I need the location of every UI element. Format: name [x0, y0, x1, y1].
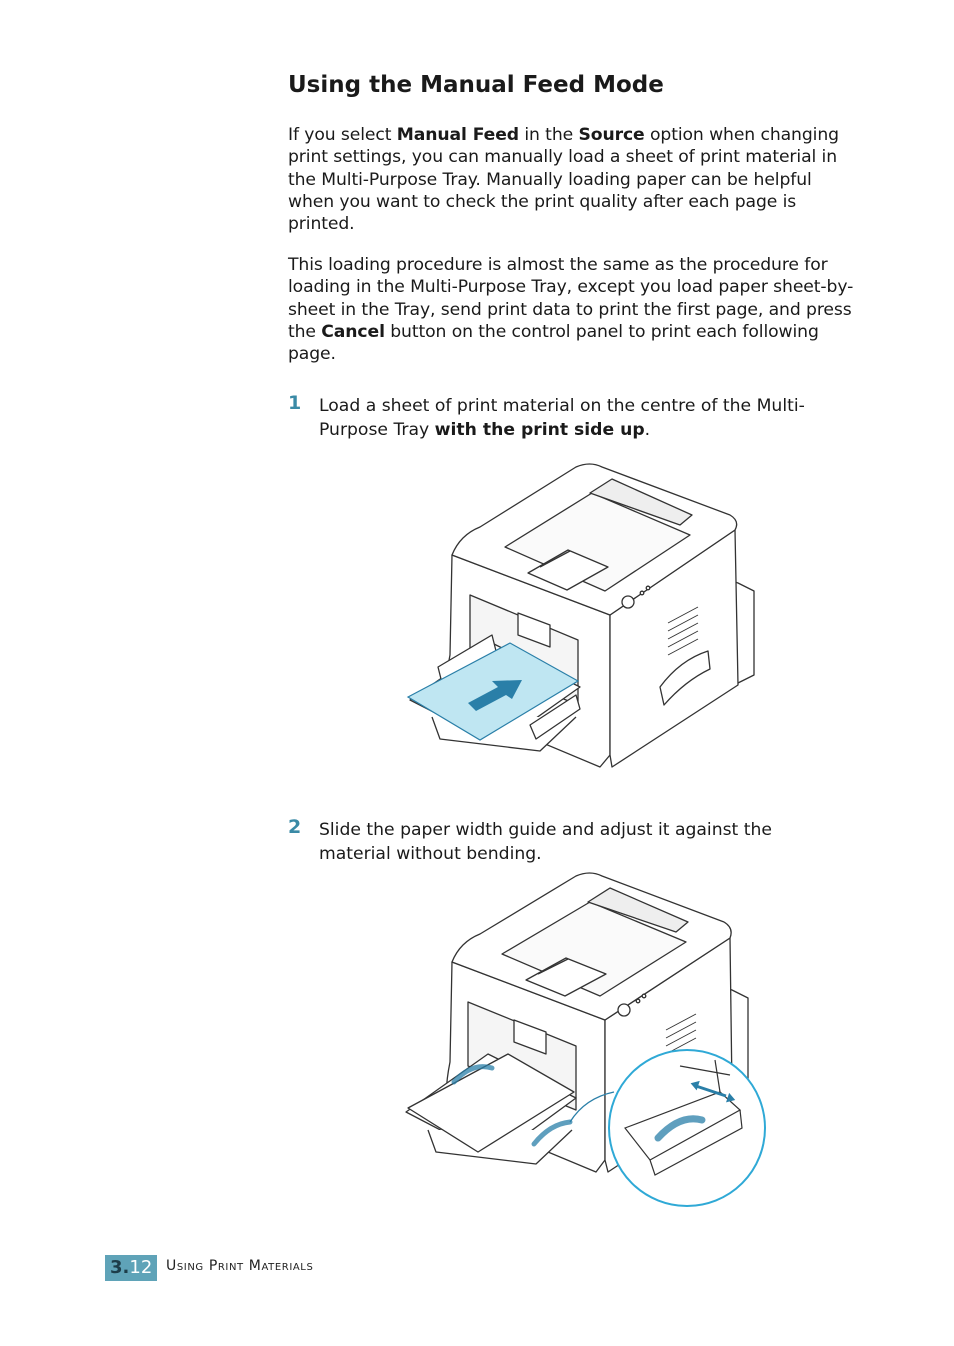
source-term: Source	[578, 125, 645, 145]
page-number-badge: 3.12	[105, 1255, 157, 1281]
section-heading: Using the Manual Feed Mode	[288, 72, 664, 98]
intro-paragraph: If you select Manual Feed in the Source …	[288, 125, 839, 235]
procedure-paragraph: This loading procedure is almost the sam…	[288, 255, 854, 365]
step-1-number: 1	[288, 392, 302, 414]
manual-feed-term: Manual Feed	[396, 125, 519, 145]
cancel-term: Cancel	[321, 321, 385, 342]
step-1-text: Load a sheet of print material on the ce…	[319, 396, 805, 440]
figure-load-paper	[406, 463, 755, 768]
chapter-title: Using Print Materials	[166, 1258, 314, 1274]
step-2-number: 2	[288, 816, 302, 838]
step-2-text: Slide the paper width guide and adjust i…	[319, 820, 772, 864]
figure-adjust-guide	[405, 872, 766, 1207]
